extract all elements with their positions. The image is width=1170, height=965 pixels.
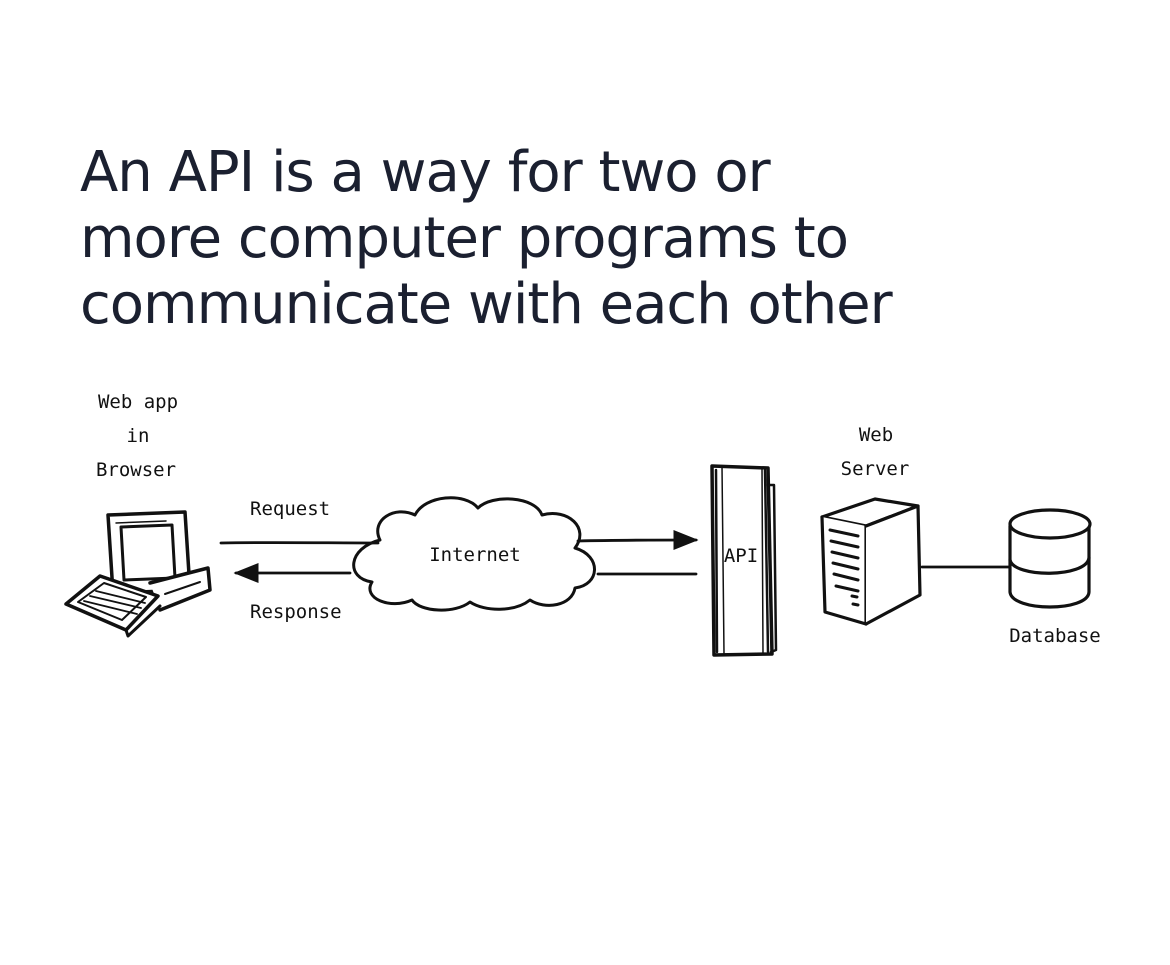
database-icon bbox=[1008, 508, 1092, 609]
client-label-line-3: Browser bbox=[96, 459, 176, 481]
server-label-line-2: Server bbox=[841, 458, 910, 480]
request-label: Request bbox=[250, 498, 330, 520]
api-gateway-icon bbox=[710, 464, 778, 657]
server-label-line-1: Web bbox=[859, 424, 893, 446]
headline-line-1: An API is a way for two or bbox=[80, 140, 771, 205]
headline-line-3: communicate with each other bbox=[80, 272, 893, 337]
cloud-icon bbox=[352, 496, 596, 612]
client-label-line-1: Web app bbox=[98, 391, 178, 413]
client-label-line-2: in bbox=[127, 425, 150, 447]
database-label: Database bbox=[1009, 625, 1101, 647]
server-icon bbox=[820, 497, 922, 626]
internet-label: Internet bbox=[429, 544, 521, 566]
request-arrow-right bbox=[576, 529, 699, 551]
api-diagram: Web app in Browser Request Response Inte… bbox=[64, 391, 1101, 657]
headline: An API is a way for two or more computer… bbox=[80, 140, 1120, 338]
api-label: API bbox=[724, 545, 758, 567]
computer-icon bbox=[64, 510, 212, 638]
response-label: Response bbox=[250, 601, 342, 623]
headline-line-2: more computer programs to bbox=[80, 206, 849, 271]
